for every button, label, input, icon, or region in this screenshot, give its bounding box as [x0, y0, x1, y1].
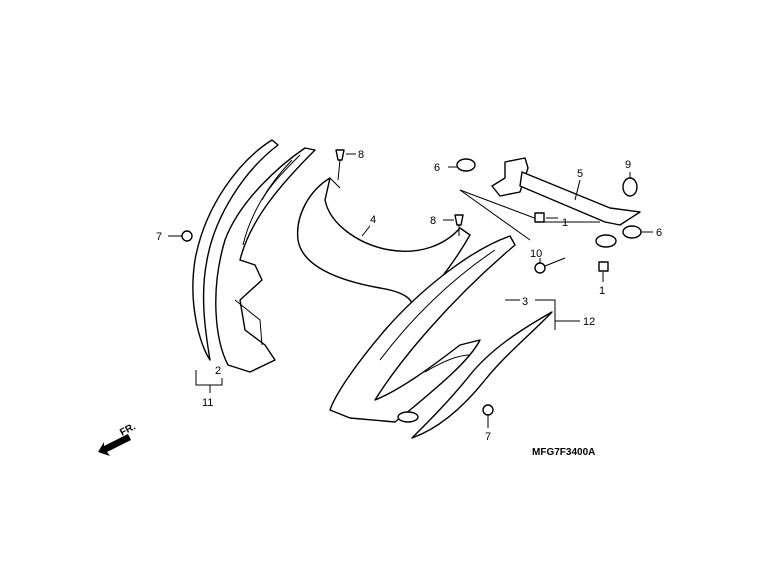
callout-part-6: 6 [434, 162, 440, 174]
callout-labels: 8 6 5 9 7 4 8 1 10 6 1 3 12 2 11 7 [156, 149, 662, 443]
callout-part-8: 8 [358, 149, 364, 161]
callout-part-11: 11 [202, 397, 213, 409]
callout-part-5: 5 [577, 168, 583, 180]
front-label: FR. [118, 421, 138, 438]
grommet-6b [622, 225, 642, 239]
bolt-10 [534, 262, 546, 274]
callout-part-8: 8 [430, 215, 436, 227]
nut-1 [534, 212, 545, 223]
screw-7b [482, 404, 494, 416]
leader-lines [168, 153, 653, 428]
callout-part-2: 2 [215, 365, 221, 377]
grommet-6 [456, 158, 476, 172]
part-11-trim-strip [192, 139, 279, 361]
callout-part-6: 6 [656, 227, 662, 239]
screw-7 [181, 230, 193, 242]
callout-part-3: 3 [522, 296, 528, 308]
part-3-side-cowl [329, 235, 516, 423]
callout-part-7: 7 [485, 431, 491, 443]
callout-part-10: 10 [530, 248, 542, 260]
part-2-inner-panel [215, 147, 316, 373]
part-12-side-strip [411, 311, 553, 439]
callout-part-4: 4 [370, 214, 376, 226]
callout-part-12: 12 [583, 316, 595, 328]
clip-8 [335, 149, 345, 161]
callout-part-1: 1 [562, 217, 568, 229]
clip-8b [454, 214, 464, 226]
diagram-code: MFG7F3400A [532, 447, 595, 458]
callout-part-9: 9 [625, 159, 631, 171]
clamp-9 [622, 177, 638, 197]
part-5-bracket [459, 157, 641, 248]
nut-1b [598, 261, 609, 272]
callout-part-1: 1 [599, 285, 605, 297]
front-direction-arrow: FR. [98, 421, 138, 456]
callout-part-7: 7 [156, 231, 162, 243]
